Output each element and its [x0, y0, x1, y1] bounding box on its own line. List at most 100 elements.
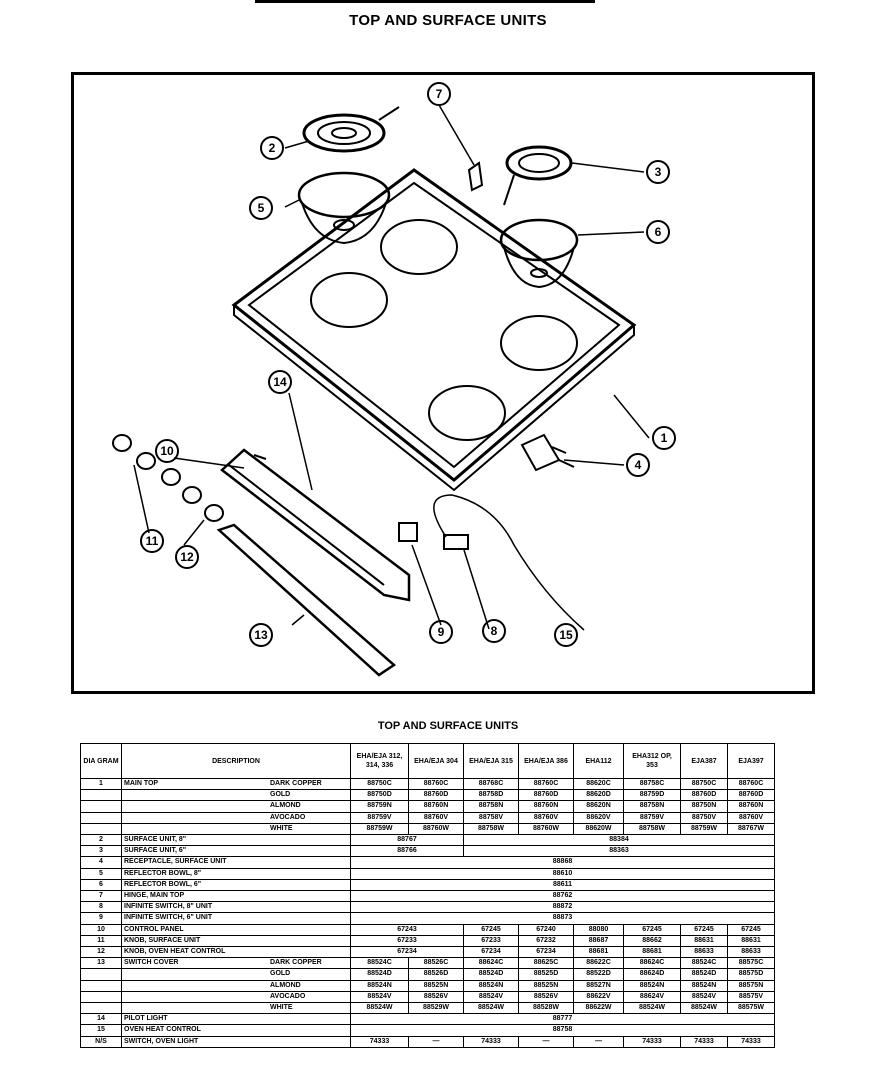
callout-6: 6: [655, 225, 662, 239]
part-number: 88524N: [623, 979, 681, 992]
part-number: 67234: [350, 946, 464, 959]
description-cell: ALMOND: [121, 979, 351, 992]
part-number: 67234: [463, 946, 519, 959]
part-number: 88525N: [408, 979, 464, 992]
part-number: 88524V: [463, 990, 519, 1004]
description-cell: WHITE: [121, 822, 351, 836]
part-number: 88760D: [518, 789, 574, 802]
part-description: INFINITE SWITCH, 6" UNIT: [121, 912, 351, 925]
pilot-light: [253, 454, 267, 460]
part-number: 88760N: [727, 800, 775, 813]
part-number: 88750C: [350, 777, 409, 791]
leader-lines: [133, 104, 650, 630]
part-number: 67232: [518, 934, 574, 948]
part-number: 88575D: [727, 968, 775, 981]
callout-1: 1: [661, 431, 668, 445]
callout-8: 8: [491, 624, 498, 638]
part-number: 88575N: [727, 979, 775, 992]
part-number: 88750N: [680, 800, 728, 813]
part-number: —: [518, 1035, 574, 1048]
switch-cover: [216, 523, 397, 677]
surface-unit-8: [302, 113, 386, 153]
part-number: 88575C: [727, 957, 775, 970]
part-description: INFINITE SWITCH, 8" UNIT: [121, 901, 351, 914]
exploded-diagram: 1 2 3 4 5 6 7 8 9 10 11 12 13 14 15: [71, 72, 815, 694]
callout-11: 11: [146, 534, 159, 548]
part-number: 88758D: [463, 789, 519, 802]
part-description: CONTROL PANEL: [121, 923, 351, 936]
part-number: 88525N: [518, 979, 574, 992]
part-number: 88760W: [408, 822, 464, 836]
part-number: 88760C: [408, 777, 464, 791]
callout-5: 5: [258, 201, 265, 215]
dia-cell: 5: [80, 867, 122, 880]
part-number: 88681: [623, 946, 681, 959]
opening-front: [428, 385, 506, 441]
part-number: 88524V: [680, 990, 728, 1004]
callout-10: 10: [160, 444, 174, 458]
part-number: 88758W: [463, 822, 519, 836]
part-number: 88760D: [408, 789, 464, 802]
dia-cell: 13: [80, 957, 122, 970]
opening-front-right: [500, 315, 578, 371]
callout-4: 4: [635, 458, 642, 472]
part-description: KNOB, SURFACE UNIT: [121, 934, 351, 948]
knob-3: [161, 468, 181, 486]
part-number: 88527N: [573, 979, 624, 992]
part-number: 88528W: [518, 1002, 574, 1015]
part-description: SWITCH COVER: [124, 959, 179, 967]
part-number: 74333: [350, 1035, 409, 1048]
part-number: 88760N: [408, 800, 464, 813]
part-number: 88575W: [727, 1002, 775, 1015]
callout-9: 9: [438, 625, 445, 639]
dia-cell: [80, 822, 122, 836]
part-number: 88625C: [518, 957, 574, 970]
dia-cell: [80, 800, 122, 813]
part-number: 88759W: [680, 822, 728, 836]
part-number: 88524W: [463, 1002, 519, 1015]
part-description: KNOB, OVEN HEAT CONTROL: [121, 946, 351, 959]
oven-heat-control-tube: [433, 494, 585, 631]
dia-cell: 1: [80, 777, 122, 791]
dia-cell: 7: [80, 890, 122, 903]
part-number: 88760N: [518, 800, 574, 813]
part-number: 88522D: [573, 968, 624, 981]
part-number: 88524D: [463, 968, 519, 981]
callout-15: 15: [559, 628, 573, 642]
callouts: [140, 82, 676, 647]
reflector-bowl-6-hole: [530, 268, 548, 278]
dia-cell: 3: [80, 845, 122, 858]
callout-13: 13: [254, 628, 268, 642]
description-cell: WHITE: [121, 1002, 351, 1015]
finish-label: WHITE: [270, 824, 293, 832]
part-number: 88526V: [408, 990, 464, 1004]
table-title: TOP AND SURFACE UNITS: [377, 720, 519, 732]
dia-cell: [80, 968, 122, 981]
part-number: 88524D: [680, 968, 728, 981]
part-number: 88760W: [518, 822, 574, 836]
dia-cell: 11: [80, 934, 122, 948]
table-header-row: DIA GRAM DESCRIPTION EHA/EJA 312, 314, 3…: [80, 743, 775, 779]
description-cell: AVOCADO: [121, 811, 351, 824]
knob-1: [112, 434, 132, 452]
header-model: EHA/EJA 386: [518, 743, 574, 779]
part-number: 67245: [680, 923, 728, 936]
part-number: 88631: [727, 934, 775, 948]
infinite-switch: [398, 522, 418, 542]
callout-2: 2: [269, 141, 276, 155]
part-description: PILOT LIGHT: [121, 1013, 351, 1026]
